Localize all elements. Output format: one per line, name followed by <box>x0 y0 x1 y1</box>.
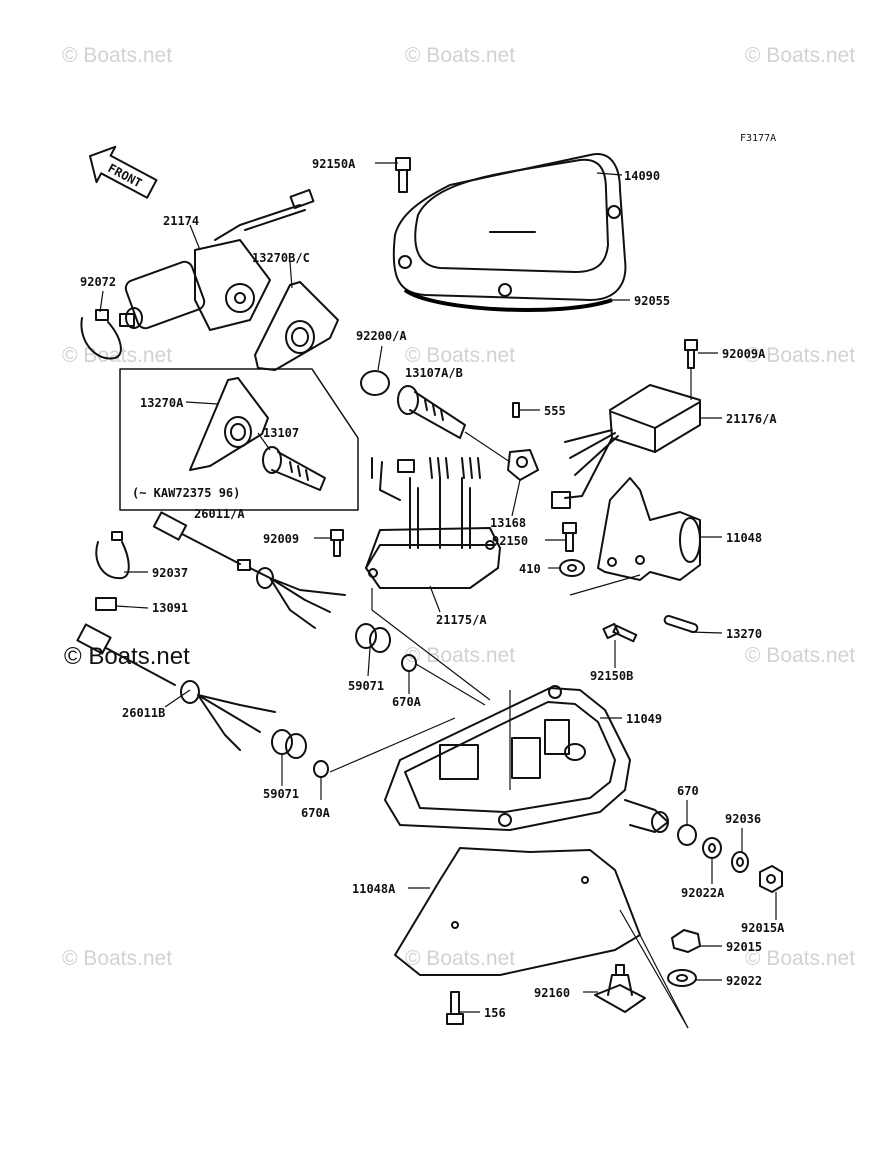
callout-13270: 13270 <box>726 627 762 641</box>
callout-92009A: 92009A <box>722 347 766 361</box>
washer-92036 <box>731 851 749 873</box>
watermark: © Boats.net <box>745 344 855 367</box>
front-arrow-icon: FRONT <box>88 145 158 199</box>
cover-14090 <box>392 153 627 301</box>
callout-670A: 670A <box>301 806 331 820</box>
callout-59071: 59071 <box>348 679 384 693</box>
callout-92037: 92037 <box>152 566 188 580</box>
oring-92200A <box>360 370 390 396</box>
callout-92072: 92072 <box>80 275 116 289</box>
plate-13270BC <box>254 281 339 371</box>
module-21176A <box>564 384 701 499</box>
callout-26011A: 26011/A <box>194 507 245 521</box>
bolt-92150B <box>602 622 638 643</box>
figure-code: F3177A <box>740 133 776 144</box>
grommet-59071 <box>355 623 391 653</box>
watermark: © Boats.net <box>405 644 515 667</box>
oring-670A <box>313 760 329 778</box>
bolt-92150A <box>395 157 411 193</box>
oring-670 <box>677 824 697 846</box>
watermark: © Boats.net <box>405 44 515 67</box>
strap-13270 <box>663 614 699 634</box>
shaft-13107AB <box>397 385 466 439</box>
callout-11048: 11048 <box>726 531 762 545</box>
callout-156: 156 <box>484 1006 506 1020</box>
callout-410: 410 <box>519 562 541 576</box>
watermark: © Boats.net <box>745 644 855 667</box>
inset-frame <box>119 368 359 511</box>
watermark-layer: © Boats.net © Boats.net © Boats.net © Bo… <box>62 44 855 970</box>
callout-21175A: 21175/A <box>436 613 487 627</box>
watermark: © Boats.net <box>405 344 515 367</box>
base-11049 <box>384 685 669 833</box>
callout-92036: 92036 <box>725 812 761 826</box>
motor-21174 <box>119 188 315 331</box>
watermark: © Boats.net <box>62 947 172 970</box>
callout-labels: 92150A 14090 92055 21174 13270B/C 92072 … <box>80 157 785 1020</box>
harness-26011B <box>76 623 276 751</box>
callout-11048A: 11048A <box>352 882 396 896</box>
callout-11049: 11049 <box>626 712 662 726</box>
watermark: © Boats.net <box>745 947 855 970</box>
clamp-92072 <box>80 317 122 360</box>
grommet-59071 <box>271 729 307 759</box>
lever-13168 <box>507 449 571 509</box>
mount-92160 <box>594 964 646 1013</box>
callout-92022: 92022 <box>726 974 762 988</box>
nut-92015A <box>759 865 783 893</box>
washer-92022 <box>667 969 697 987</box>
callout-13091: 13091 <box>152 601 188 615</box>
cap-13091 <box>95 597 117 611</box>
washer-410 <box>559 559 585 577</box>
callout-92200A: 92200/A <box>356 329 407 343</box>
callout-92015A: 92015A <box>741 921 785 935</box>
callout-59071: 59071 <box>263 787 299 801</box>
callout-92160: 92160 <box>534 986 570 1000</box>
callout-670: 670 <box>677 784 699 798</box>
watermark: © Boats.net <box>405 947 515 970</box>
callout-21176A: 21176/A <box>726 412 777 426</box>
callout-92022A: 92022A <box>681 886 725 900</box>
bolt-92009A <box>684 339 698 369</box>
harness-26011A <box>152 511 346 629</box>
inset-note: (~ KAW72375 96) <box>132 486 240 500</box>
callout-92015: 92015 <box>726 940 762 954</box>
bolt-92009 <box>330 529 344 557</box>
callout-92150A: 92150A <box>312 157 356 171</box>
callout-21174: 21174 <box>163 214 199 228</box>
watermark: © Boats.net <box>62 344 172 367</box>
watermark: © Boats.net <box>62 44 172 67</box>
clamp-92037 <box>95 541 130 580</box>
nut-92015 <box>671 929 701 953</box>
plate-13270A <box>189 377 269 471</box>
washer-92022A <box>702 837 722 859</box>
callout-13270A: 13270A <box>140 396 184 410</box>
pin-555 <box>512 402 520 418</box>
callout-13270BC: 13270B/C <box>252 251 310 265</box>
callout-13107AB: 13107A/B <box>405 366 463 380</box>
bolt-92150 <box>562 522 577 534</box>
callout-92150B: 92150B <box>590 669 633 683</box>
callout-13107: 13107 <box>263 426 299 440</box>
callout-92009: 92009 <box>263 532 299 546</box>
shaft-13107 <box>262 446 326 491</box>
callout-26011B: 26011B <box>122 706 165 720</box>
plate-11048A <box>394 847 641 976</box>
bolt-156 <box>446 991 464 1025</box>
control-box-21175A <box>365 457 501 589</box>
callout-555: 555 <box>544 404 566 418</box>
watermark: © Boats.net <box>745 44 855 67</box>
callout-670A: 670A <box>392 695 422 709</box>
callout-92055: 92055 <box>634 294 670 308</box>
callout-14090: 14090 <box>624 169 660 183</box>
callout-13168: 13168 <box>490 516 526 530</box>
seal-92055 <box>403 288 613 313</box>
watermark-bold: © Boats.net <box>64 643 190 670</box>
leader-lines <box>99 162 777 1013</box>
callout-92150: 92150 <box>492 534 528 548</box>
bracket-11048 <box>597 477 701 581</box>
